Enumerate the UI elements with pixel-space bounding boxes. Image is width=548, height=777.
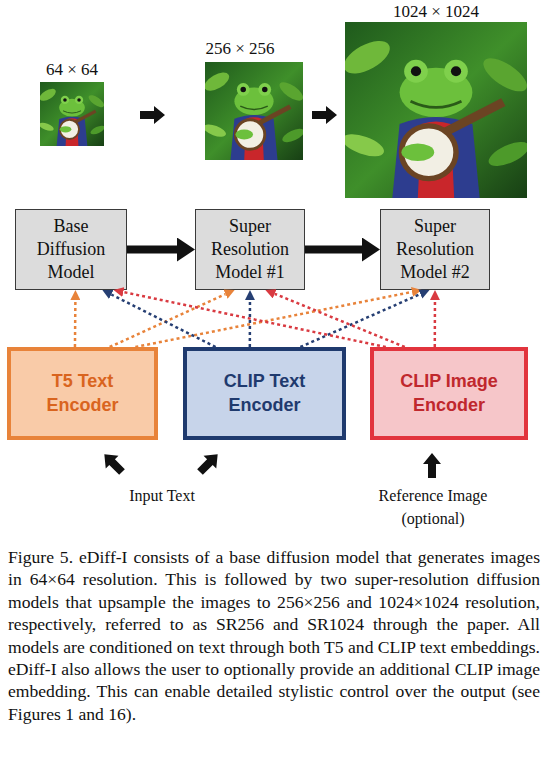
input-arrow [194, 448, 224, 478]
resolution-label: 1024 × 1024 [366, 0, 506, 25]
upsample-arrow [140, 106, 165, 124]
conditioning-arrow [249, 300, 252, 347]
encoder-box: T5 Text Encoder [7, 347, 158, 440]
image-256 [201, 62, 305, 160]
input-arrow [98, 448, 128, 478]
resolution-label: 64 × 64 [17, 58, 127, 83]
upsample-arrow [312, 106, 337, 124]
image-1024 [338, 22, 532, 198]
conditioning-arrow [123, 292, 385, 347]
conditioning-arrow [111, 294, 215, 347]
input-arrow [423, 453, 441, 478]
model-box: Super Resolution Model #2 [380, 209, 490, 290]
conditioning-arrow [110, 294, 226, 347]
figure-caption: Figure 5. eDiff-I consists of a base dif… [8, 546, 540, 725]
model-box: Super Resolution Model #1 [195, 209, 305, 290]
conditioning-arrow [135, 292, 412, 347]
box-label: Base Diffusion Model [26, 215, 116, 284]
model-box: Base Diffusion Model [15, 209, 127, 290]
conditioning-arrow [434, 300, 437, 347]
box-label: CLIP Image Encoder [390, 370, 508, 417]
conditioning-arrow [275, 294, 405, 347]
conditioning-arrow [300, 294, 420, 347]
encoder-box: CLIP Image Encoder [370, 347, 528, 440]
flow-arrow [305, 246, 362, 254]
input-label: Reference Image (optional) [363, 484, 503, 530]
image-64 [38, 82, 106, 146]
encoder-box: CLIP Text Encoder [183, 347, 346, 440]
resolution-label: 256 × 256 [180, 37, 300, 62]
conditioning-arrow [74, 300, 77, 347]
box-label: CLIP Text Encoder [203, 370, 326, 417]
flow-arrow [127, 246, 177, 254]
box-label: Super Resolution Model #2 [391, 215, 479, 284]
box-label: T5 Text Encoder [27, 370, 138, 417]
input-label: Input Text [102, 484, 222, 507]
box-label: Super Resolution Model #1 [206, 215, 294, 284]
